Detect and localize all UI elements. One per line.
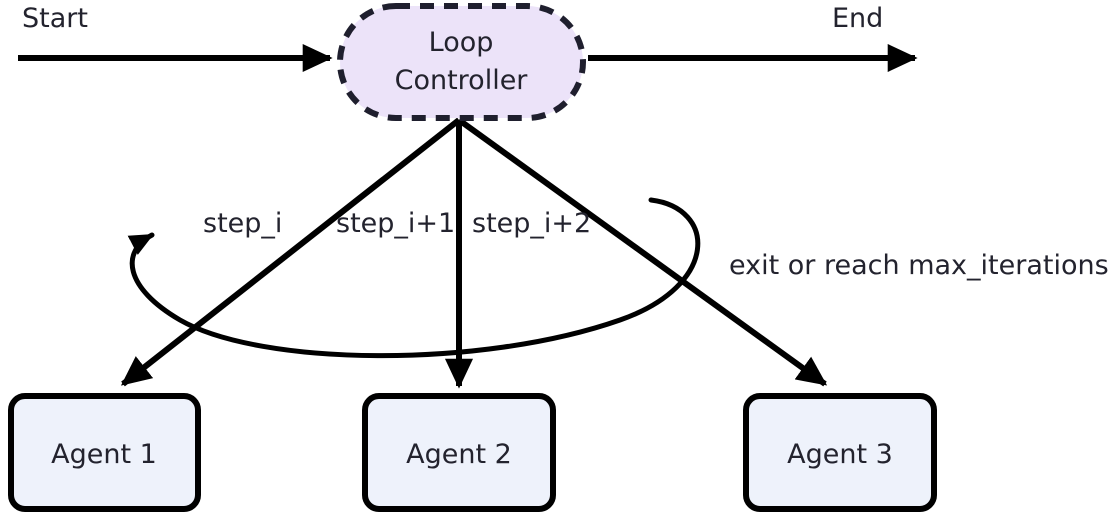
edge-label-step-i: step_i <box>203 208 282 239</box>
edge-step-i-plus-2-line <box>457 117 828 387</box>
edge-label-step-i-plus-1: step_i+1 <box>336 208 455 239</box>
loop-controller-label-line1: Loop <box>429 27 494 58</box>
node-agent-3[interactable] <box>743 393 937 512</box>
node-loop-controller[interactable] <box>337 3 586 121</box>
agent-1-label: Agent 1 <box>51 439 157 470</box>
edge-feedback-curve <box>127 197 701 359</box>
agent-2-label: Agent 2 <box>406 439 512 470</box>
loop-controller-label-line2: Controller <box>395 65 529 96</box>
edge-label-feedback-condition: exit or reach max_iterations ? <box>729 250 1112 281</box>
agent-3-label: Agent 3 <box>787 439 893 470</box>
edge-step-i-line <box>120 117 461 387</box>
end-label: End <box>832 3 883 34</box>
edge-label-step-i-plus-2: step_i+2 <box>472 208 591 239</box>
start-label: Start <box>22 3 88 34</box>
node-agent-2[interactable] <box>362 393 556 512</box>
node-agent-1[interactable] <box>8 393 201 512</box>
